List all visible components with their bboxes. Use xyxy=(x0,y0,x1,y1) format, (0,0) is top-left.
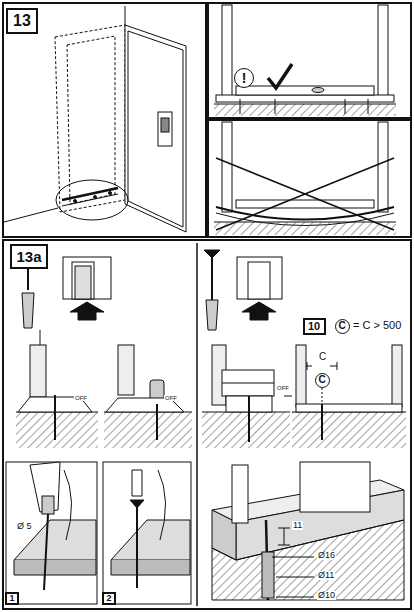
dimension-condition: = C > 500 xyxy=(352,320,402,331)
diameter-label: Ø11 xyxy=(317,571,335,580)
floor-level-mark: OFF xyxy=(164,395,178,401)
node-text: 13a xyxy=(16,249,41,264)
reference-step: 10 xyxy=(303,318,326,335)
floor-level-mark: OFF xyxy=(74,395,88,401)
node-text: 2 xyxy=(106,594,111,603)
sub-step-number: 1 xyxy=(5,592,19,605)
node-text: 13 xyxy=(13,13,31,29)
node-text: ! xyxy=(242,71,247,85)
sub-step-number: 2 xyxy=(102,592,116,605)
dimension-label: 11 xyxy=(292,521,303,530)
drill-diameter: Ø 5 xyxy=(16,522,33,531)
circled-dimension: C xyxy=(315,373,330,388)
step-number: 13a xyxy=(10,244,48,269)
node-text: C xyxy=(318,375,325,385)
circled-dimension: C xyxy=(335,319,350,334)
step-number: 13 xyxy=(6,8,38,34)
dimension-label: C xyxy=(318,352,327,362)
node-text: 10 xyxy=(308,321,320,332)
floor-level-mark: OFF xyxy=(276,385,290,391)
node-text: 1 xyxy=(9,594,14,603)
diameter-label: Ø10 xyxy=(317,591,336,600)
diameter-label: Ø16 xyxy=(317,551,336,560)
warning-symbol: ! xyxy=(234,68,254,88)
node-text: C xyxy=(338,321,345,331)
